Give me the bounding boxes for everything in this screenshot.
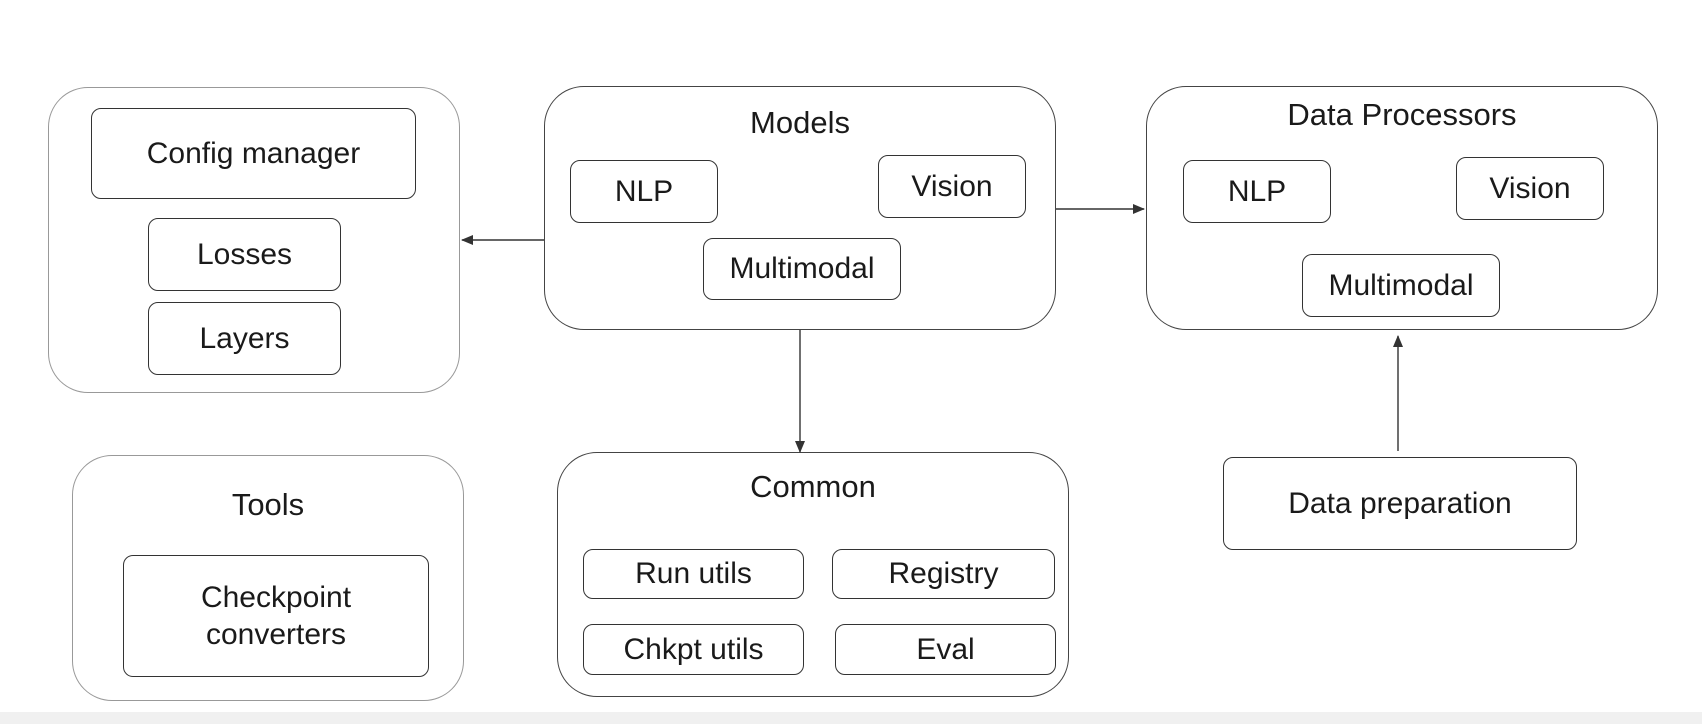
bottom-strip <box>0 712 1702 724</box>
layers-box: Layers <box>148 302 341 375</box>
data-processors-nlp-box: NLP <box>1183 160 1331 223</box>
eval-box: Eval <box>835 624 1056 675</box>
registry-box: Registry <box>832 549 1055 599</box>
data-processors-vision-box: Vision <box>1456 157 1604 220</box>
models-vision-box: Vision <box>878 155 1026 218</box>
data-processors-title: Data Processors <box>1287 97 1517 132</box>
data-processors-multimodal-box: Multimodal <box>1302 254 1500 317</box>
config-manager-box: Config manager <box>91 108 416 199</box>
tools-title: Tools <box>231 487 305 522</box>
common-title: Common <box>750 469 876 504</box>
models-multimodal-box: Multimodal <box>703 238 901 300</box>
models-title: Models <box>750 105 850 140</box>
models-nlp-box: NLP <box>570 160 718 223</box>
checkpoint-converters-box: Checkpoint converters <box>123 555 429 677</box>
run-utils-box: Run utils <box>583 549 804 599</box>
losses-box: Losses <box>148 218 341 291</box>
chkpt-utils-box: Chkpt utils <box>583 624 804 675</box>
data-preparation-box: Data preparation <box>1223 457 1577 550</box>
